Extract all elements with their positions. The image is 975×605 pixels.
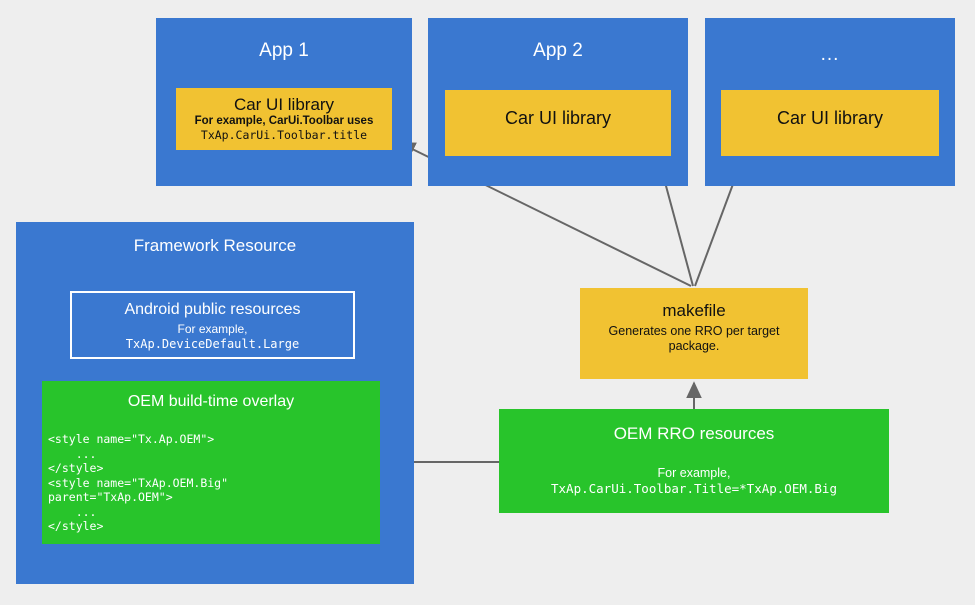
framework-resource-title: Framework Resource — [133, 236, 297, 255]
app1-car-ui-library-resource-id: TxAp.CarUi.Toolbar.title — [200, 128, 368, 142]
oem-rro-resources-subtitle: For example, — [657, 466, 731, 480]
oem-build-time-overlay-title: OEM build-time overlay — [127, 393, 295, 410]
android-public-resources-box: Android public resources For example, Tx… — [70, 291, 355, 359]
makefile-title: makefile — [662, 301, 726, 320]
oem-rro-resources-resource-id: TxAp.CarUi.Toolbar.Title=*TxAp.OEM.Big — [551, 481, 837, 496]
makefile-subtitle: Generates one RRO per target package. — [608, 324, 780, 353]
app1-car-ui-library-title: Car UI library — [233, 95, 335, 114]
app-card-2-title: App 2 — [533, 40, 583, 61]
app-card-1-title: App 1 — [259, 40, 309, 61]
makefile-box: makefile Generates one RRO per target pa… — [580, 288, 808, 379]
app3-car-ui-library-title: Car UI library — [776, 108, 883, 128]
oem-rro-resources-box: OEM RRO resources For example, TxAp.CarU… — [499, 409, 889, 513]
app1-car-ui-library: Car UI library For example, CarUi.Toolba… — [176, 88, 392, 150]
app-card-3-title: ... — [820, 44, 840, 65]
android-public-resources-title: Android public resources — [124, 301, 301, 318]
app1-car-ui-library-subtitle: For example, CarUi.Toolbar uses — [194, 115, 374, 127]
oem-build-time-overlay-box: OEM build-time overlay — [42, 381, 380, 544]
app3-car-ui-library: Car UI library — [721, 90, 939, 156]
oem-rro-resources-title: OEM RRO resources — [613, 424, 775, 443]
app2-car-ui-library-title: Car UI library — [504, 108, 611, 128]
android-public-resources-subtitle: For example, — [177, 322, 248, 336]
android-public-resources-resource-id: TxAp.DeviceDefault.Large — [125, 337, 300, 351]
app2-car-ui-library: Car UI library — [445, 90, 671, 156]
oem-build-time-overlay-code: <style name="Tx.Ap.OEM"> ... </style> <s… — [48, 432, 229, 533]
